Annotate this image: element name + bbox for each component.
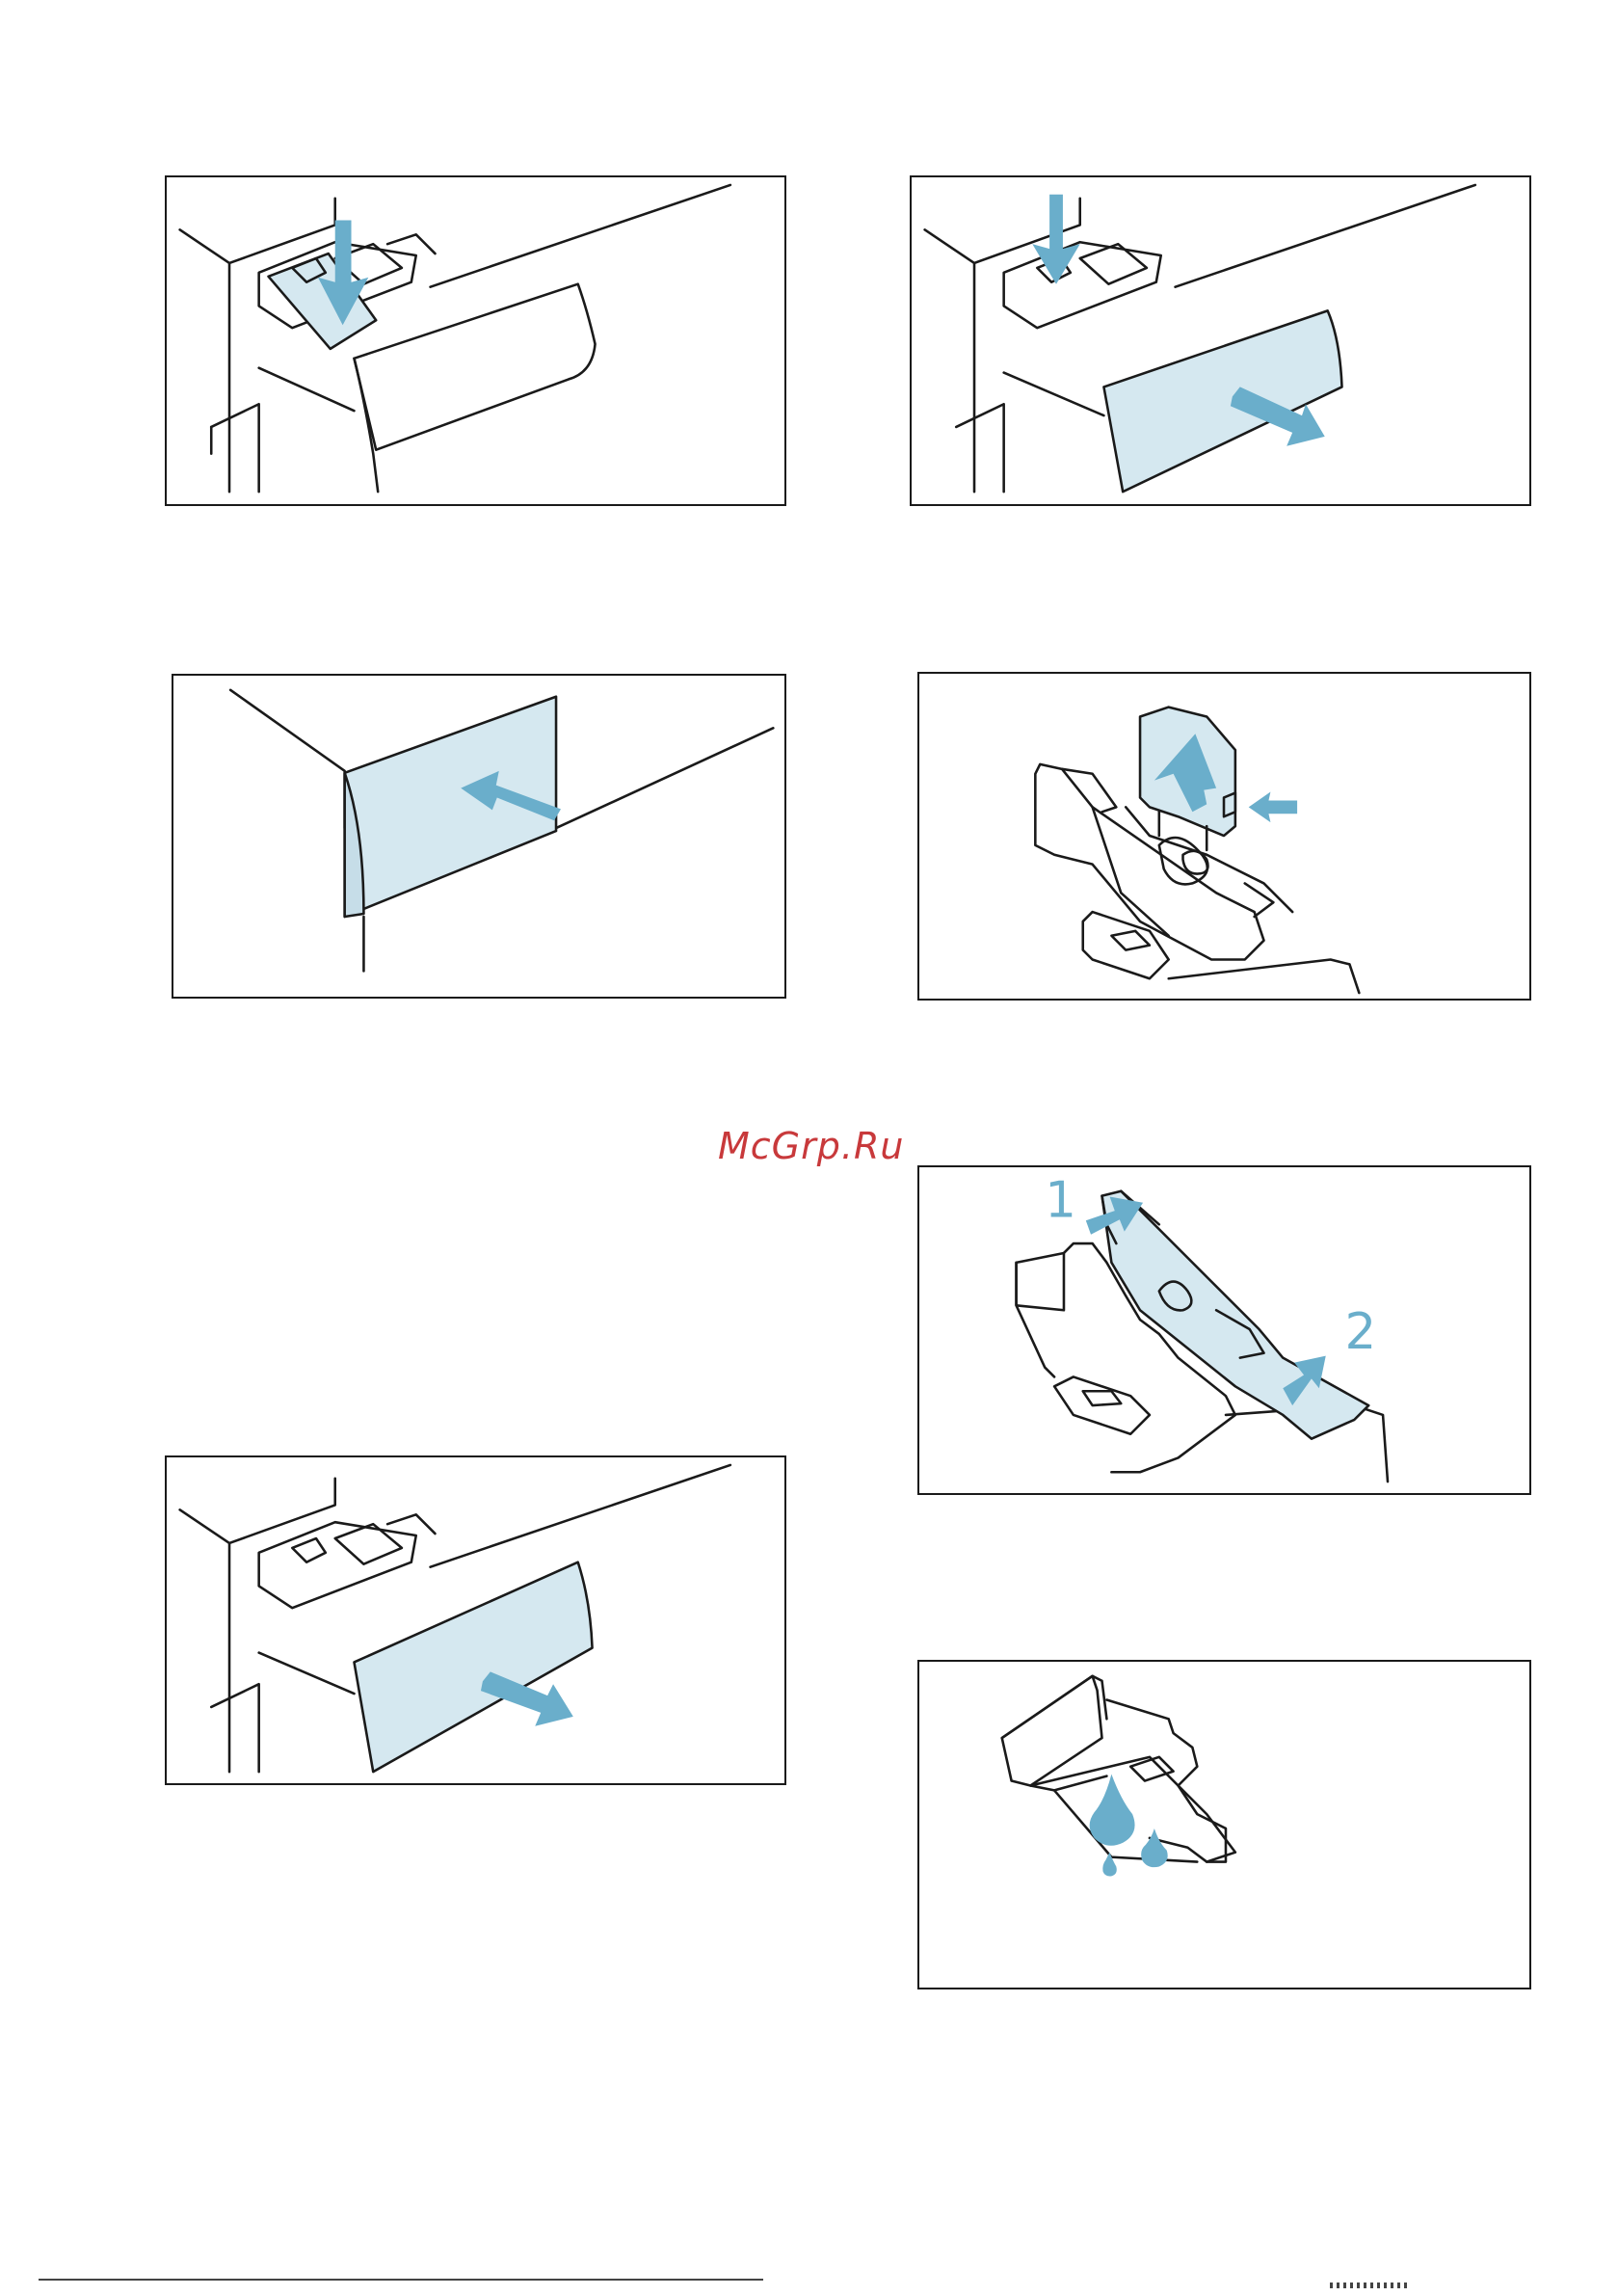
watermark: McGrp.Ru (718, 1125, 904, 1167)
siphon-removal-illustration (919, 674, 1529, 999)
drawer-drain-illustration (919, 1662, 1529, 1988)
figure-press-insert (165, 175, 786, 506)
step-2-label: 2 (1345, 1303, 1377, 1361)
large-water-drop (1090, 1775, 1135, 1846)
tiny-water-drop (1102, 1853, 1116, 1877)
figure-push-drawer (172, 674, 786, 999)
figure-drain-drawer (917, 1660, 1531, 1989)
figure-unclip-cover: 1 2 (917, 1165, 1531, 1495)
drawer-press-illustration (167, 177, 784, 504)
drawer-pull-illustration (912, 177, 1529, 504)
cover-unclip-illustration: 1 2 (919, 1167, 1529, 1493)
drawer-pull-again-illustration (167, 1457, 784, 1783)
footer-rule (39, 2279, 763, 2281)
figure-pull-drawer-again (165, 1455, 786, 1785)
footer-mark (1330, 2283, 1407, 2288)
figure-pull-drawer (910, 175, 1531, 506)
figure-remove-siphon (917, 672, 1531, 1001)
squeeze-arrow (1249, 792, 1297, 823)
drawer-push-illustration (173, 676, 784, 997)
small-water-drop (1141, 1829, 1168, 1867)
step-1-label: 1 (1045, 1171, 1076, 1229)
